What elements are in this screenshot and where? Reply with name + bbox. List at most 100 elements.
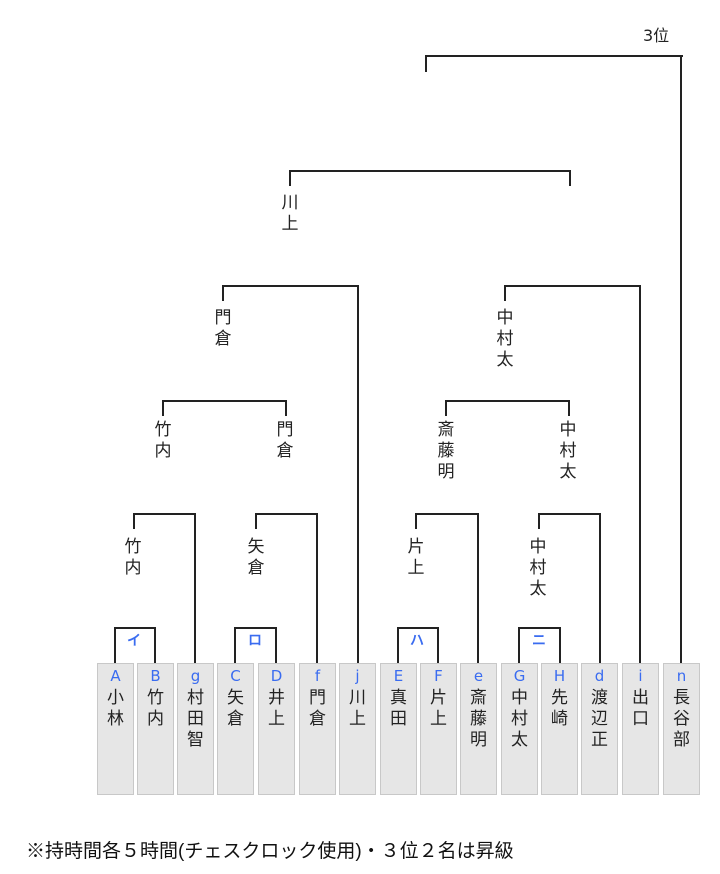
third-place-label: 3位 <box>643 26 670 45</box>
bracket-line <box>222 285 224 301</box>
player-code: C <box>230 667 241 685</box>
footnote: ※持時間各５時間(チェスクロック使用)・３位２名は昇級 <box>26 841 514 862</box>
player-code: E <box>393 667 404 685</box>
bracket-line <box>568 400 570 416</box>
player-box: f 門倉 <box>299 663 336 795</box>
player-code: A <box>110 667 121 685</box>
player-box: e 斎藤明 <box>460 663 497 795</box>
bracket-line <box>538 513 540 529</box>
player-name: 井上 <box>268 688 285 729</box>
bracket-line <box>133 513 135 529</box>
player-name: 斎藤明 <box>470 688 487 750</box>
player-box: G 中村太 <box>501 663 538 795</box>
player-name: 小林 <box>107 688 124 729</box>
round2-winner: 中村太 <box>529 537 547 599</box>
player-name: 中村太 <box>511 688 528 750</box>
bracket-line <box>426 55 683 57</box>
bracket-line <box>505 285 641 287</box>
bracket-line <box>398 627 439 629</box>
bracket-line <box>397 627 399 663</box>
bracket-line <box>162 400 164 416</box>
bracket-line <box>539 513 601 515</box>
player-name: 真田 <box>390 688 407 729</box>
player-box: j 川上 <box>339 663 376 795</box>
bracket-line <box>115 627 156 629</box>
bracket-line <box>477 513 479 663</box>
player-code: d <box>594 667 605 685</box>
player-box: H 先崎 <box>541 663 578 795</box>
player-name: 村田智 <box>187 688 204 750</box>
player-name: 長谷部 <box>673 688 690 750</box>
player-code: D <box>270 667 283 685</box>
player-box: d 渡辺正 <box>581 663 618 795</box>
player-name: 門倉 <box>309 688 326 729</box>
player-code: f <box>314 667 321 685</box>
round3-winner: 中村太 <box>559 420 577 482</box>
player-name: 片上 <box>430 688 447 729</box>
player-code: n <box>676 667 687 685</box>
bracket-line <box>256 513 318 515</box>
bracket-line <box>235 627 277 629</box>
round2-winner: 片上 <box>407 537 425 578</box>
player-name: 先崎 <box>551 688 568 729</box>
player-box: F 片上 <box>420 663 457 795</box>
bracket-line <box>285 400 287 416</box>
player-code: B <box>150 667 161 685</box>
round2-winner: 竹内 <box>124 537 142 578</box>
round3-winner: 門倉 <box>276 420 294 461</box>
bracket-line <box>639 285 641 663</box>
match-label: ニ <box>532 633 546 649</box>
bracket-line <box>255 513 257 529</box>
bracket-line <box>437 627 439 663</box>
player-name: 出口 <box>632 688 649 729</box>
player-code: G <box>513 667 526 685</box>
bracket-line <box>446 400 570 402</box>
bracket-line <box>569 170 571 186</box>
match-label: ロ <box>248 633 262 649</box>
round3-winner: 斎藤明 <box>437 420 455 482</box>
player-box: i 出口 <box>622 663 659 795</box>
bracket-line <box>154 627 156 663</box>
bracket-line <box>316 513 318 663</box>
bracket-line <box>134 513 196 515</box>
bracket-line <box>518 627 520 663</box>
player-box: g 村田智 <box>177 663 214 795</box>
round4-winner: 門倉 <box>214 308 232 349</box>
player-name: 川上 <box>349 688 366 729</box>
bracket-line <box>357 285 359 663</box>
bracket-line <box>290 170 571 172</box>
bracket-line <box>559 627 561 663</box>
player-name: 竹内 <box>147 688 164 729</box>
player-box: B 竹内 <box>137 663 174 795</box>
player-code: g <box>190 667 201 685</box>
player-code: F <box>434 667 443 685</box>
bracket-line <box>234 627 236 663</box>
player-box: D 井上 <box>258 663 295 795</box>
match-label: ハ <box>410 633 424 649</box>
round5-winner: 川上 <box>281 193 299 234</box>
bracket-line <box>519 627 561 629</box>
player-box: A 小林 <box>97 663 134 795</box>
player-box: E 真田 <box>380 663 417 795</box>
round3-winner: 竹内 <box>154 420 172 461</box>
player-code: e <box>473 667 484 685</box>
player-code: i <box>638 667 643 685</box>
player-code: j <box>355 667 360 685</box>
bracket-line <box>445 400 447 416</box>
bracket-line <box>114 627 116 663</box>
bracket-line <box>223 285 359 287</box>
player-name: 渡辺正 <box>591 688 608 750</box>
bracket-line <box>415 513 417 529</box>
bracket-line <box>194 513 196 663</box>
round4-winner: 中村太 <box>496 308 514 370</box>
bracket-line <box>504 285 506 301</box>
player-code: H <box>553 667 566 685</box>
player-box: n 長谷部 <box>663 663 700 795</box>
round2-winner: 矢倉 <box>247 537 265 578</box>
bracket-line <box>289 170 291 186</box>
bracket-line <box>275 627 277 663</box>
bracket-line <box>599 513 601 663</box>
bracket-line <box>680 55 682 663</box>
bracket-line <box>416 513 479 515</box>
